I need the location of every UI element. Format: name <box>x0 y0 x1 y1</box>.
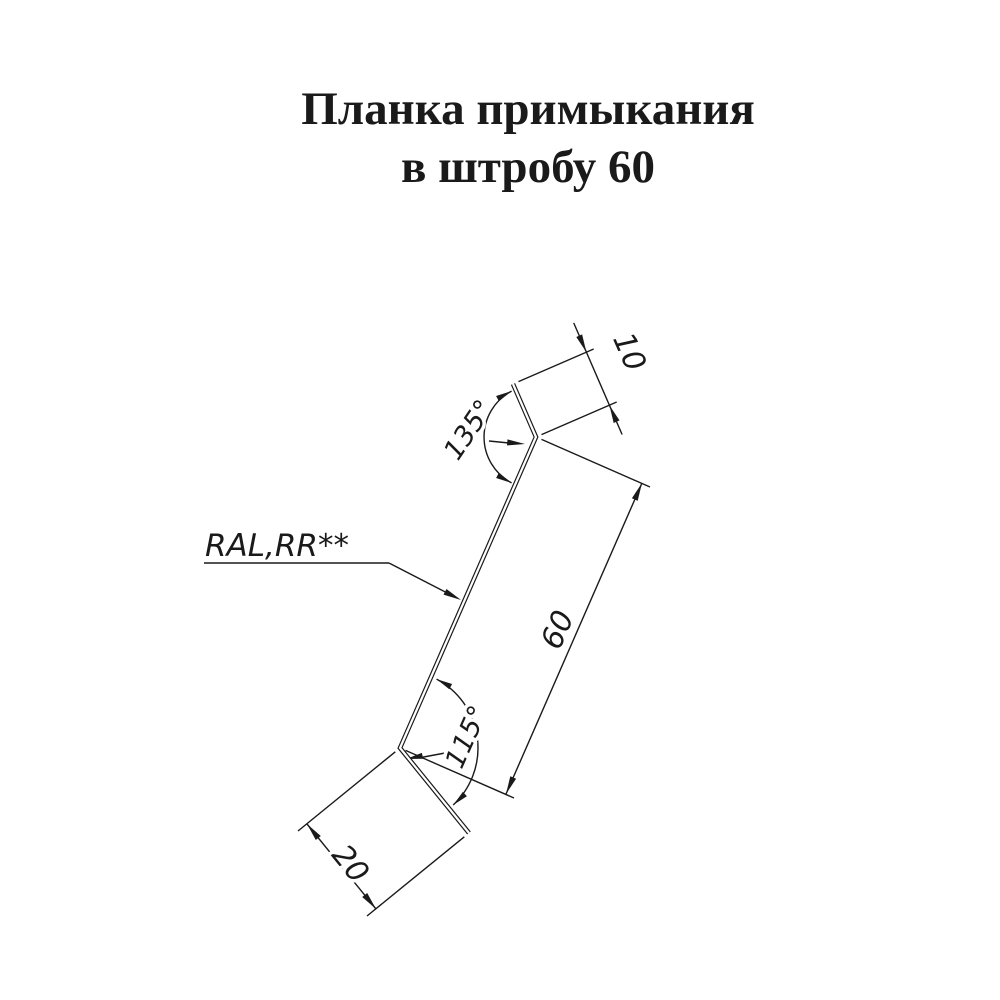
dimension-bottom-flange-20 <box>297 751 465 917</box>
extension-line <box>541 438 651 488</box>
coating-label: RAL,RR** <box>205 528 349 564</box>
dimension-label-20: 20 <box>324 838 375 890</box>
extension-line <box>366 836 465 917</box>
dimension-web-60 <box>405 438 651 799</box>
extension-line <box>297 751 396 832</box>
arrowhead <box>506 439 525 446</box>
arrowhead <box>443 589 461 600</box>
profile-outline <box>397 383 539 835</box>
leader-line <box>388 562 456 598</box>
extension-line <box>405 749 515 799</box>
arrowhead <box>496 472 512 483</box>
dimension-label-10: 10 <box>605 328 652 377</box>
dimension-top-flange-10 <box>518 322 623 436</box>
arrowhead <box>453 791 467 805</box>
coating-callout <box>204 562 461 600</box>
drawing-title: Планка примыкания в штробу 60 <box>301 83 755 193</box>
arrowhead <box>307 824 321 840</box>
dimension-line <box>505 482 643 795</box>
angle-label-115: 115° <box>440 701 495 773</box>
leader-line <box>420 752 446 759</box>
angle-label-135: 135° <box>438 394 500 465</box>
leader-line <box>488 440 510 444</box>
arrowhead <box>609 405 620 423</box>
arrowhead <box>436 679 453 690</box>
extension-line <box>518 348 594 383</box>
arrowhead <box>496 391 512 402</box>
title-line-2: в штробу 60 <box>401 141 655 193</box>
dimension-line <box>306 823 377 910</box>
profile-sheet-core <box>398 383 538 834</box>
extension-line <box>541 401 617 436</box>
arrowhead <box>506 776 517 794</box>
arrowhead <box>576 334 587 353</box>
angle-dimension-135 <box>483 390 525 484</box>
angle-arc <box>436 678 479 806</box>
dimension-label-60: 60 <box>534 606 581 655</box>
arrowhead <box>631 483 642 501</box>
title-line-1: Планка примыкания <box>301 83 755 135</box>
arrowhead <box>362 893 376 909</box>
